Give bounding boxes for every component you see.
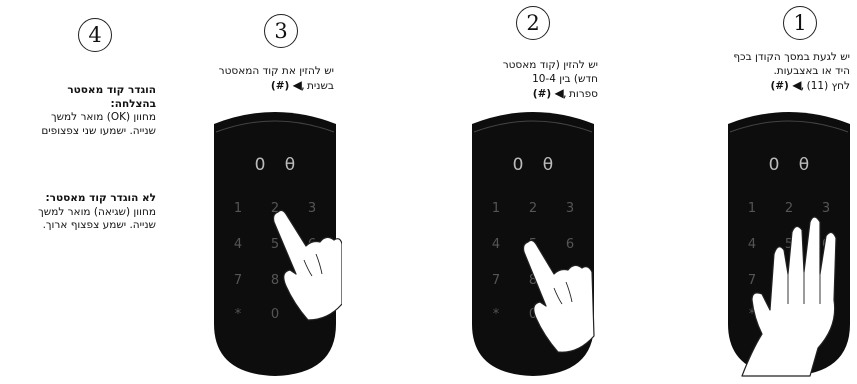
- keypad-key[interactable]: 0: [529, 307, 537, 322]
- step-1-press-text: לחץ (11): [806, 80, 850, 92]
- keypad-key[interactable]: 1: [748, 201, 756, 216]
- pointing-hand-3: [272, 209, 342, 321]
- keypad-device-1: 0θ123456789*0#: [728, 112, 850, 377]
- step-number-1: 1: [783, 6, 817, 40]
- result-failure: לא הוגדר קוד מאסטר: מחוון (שגיאה) מואר ל…: [2, 192, 156, 233]
- step-3-hash: (#): [270, 80, 290, 92]
- device-edge-highlight: [729, 120, 849, 133]
- keypad-key[interactable]: 1: [492, 201, 500, 216]
- step-3-line-1: יש להזין את קוד המאסטר: [218, 65, 334, 77]
- step-3-again-text: בשנית: [307, 80, 334, 92]
- arrow-icon: ‚◀: [554, 86, 567, 100]
- result-failure-body-1: מחוון (שגיאה) מואר למשך: [38, 205, 156, 218]
- keypad-key[interactable]: 8: [529, 273, 537, 288]
- step-3-line-2: בשנית ‚◀ (#): [192, 78, 334, 93]
- finger-crease-2: [553, 281, 573, 305]
- keypad-key[interactable]: 3: [822, 201, 830, 216]
- keypad-key[interactable]: 0: [271, 307, 279, 322]
- result-success: הוגדר קוד מאסטר בהצלחה: מחוון (OK) מואר …: [2, 84, 156, 138]
- keypad-key[interactable]: 2: [529, 201, 537, 216]
- step-2-line-1: יש להזין (קוד מאסטר: [502, 59, 598, 71]
- result-success-title-1: הוגדר קוד מאסטר: [67, 84, 156, 96]
- keypad-key[interactable]: 7: [748, 273, 756, 288]
- result-failure-body-2: שנייה. ישמע צפצוף ארוך.: [42, 219, 156, 231]
- step-number-4-text: 4: [88, 23, 102, 47]
- keypad-key[interactable]: 3: [308, 201, 316, 216]
- step-number-3: 3: [264, 14, 298, 48]
- indicator-icon: θ: [799, 155, 809, 175]
- step-2-hash: (#): [532, 88, 552, 100]
- step-3-caption: יש להזין את קוד המאסטר בשנית ‚◀ (#): [192, 64, 334, 93]
- keypad-key[interactable]: 8: [271, 273, 279, 288]
- keypad-key[interactable]: *: [235, 307, 242, 322]
- step-1-caption: יש לגעת במסך הקודן בכף היד או באצבעות. ל…: [684, 50, 850, 93]
- keypad-key[interactable]: 4: [748, 237, 756, 252]
- finger-gap-1: [787, 272, 821, 304]
- pointing-hand-2: [522, 239, 595, 353]
- step-number-1-text: 1: [793, 11, 807, 35]
- arrow-icon: ‚◀: [792, 78, 804, 92]
- keypad-key[interactable]: 5: [785, 237, 793, 252]
- keypad-key[interactable]: *: [493, 307, 500, 322]
- keypad-key[interactable]: 2: [271, 201, 279, 216]
- step-1-line-2: היד או באצבעות.: [773, 65, 850, 77]
- keypad-key[interactable]: 2: [785, 201, 793, 216]
- result-success-body-2: שנייה. ישמעו שני צפצופים: [41, 124, 156, 137]
- indicator-icon: 0: [769, 155, 780, 175]
- step-2-line-2: חדש) בין 10-4: [532, 73, 598, 85]
- result-failure-title: לא הוגדר קוד מאסטר:: [45, 192, 156, 204]
- result-success-title-2: בהצלחה:: [110, 97, 156, 110]
- arrow-icon: ‚◀: [292, 78, 305, 92]
- step-number-2: 2: [516, 6, 550, 40]
- keypad-key[interactable]: 1: [234, 201, 242, 216]
- indicator-icon: 0: [255, 155, 266, 175]
- indicator-icon: θ: [285, 155, 295, 175]
- step-number-2-text: 2: [526, 11, 540, 35]
- step-number-4: 4: [78, 18, 112, 52]
- keypad-key[interactable]: 4: [492, 237, 500, 252]
- step-1-hash: (#): [770, 80, 789, 92]
- step-2-caption: יש להזין (קוד מאסטר חדש) בין 10-4 ספרות …: [454, 58, 598, 101]
- keypad-key[interactable]: *: [749, 307, 756, 322]
- keypad-device-3: 0θ123456789*0#: [214, 112, 342, 376]
- finger-crease-3: [303, 253, 323, 277]
- keypad-key[interactable]: 7: [492, 273, 500, 288]
- result-success-body-1: מחוון (OK) מואר למשך: [50, 111, 156, 123]
- keypad-key[interactable]: 3: [566, 201, 574, 216]
- palm-hand-1: [741, 216, 837, 377]
- step-2-digits-text: ספרות: [568, 88, 598, 100]
- indicator-icon: θ: [543, 155, 553, 175]
- keypad-device-2: 0θ123456789*0#: [472, 112, 595, 376]
- step-1-line-3: לחץ (11) ‚◀ (#): [684, 78, 850, 93]
- step-number-3-text: 3: [274, 19, 288, 43]
- indicator-icon: 0: [513, 155, 524, 175]
- device-edge-highlight: [473, 120, 593, 133]
- keypad-key[interactable]: 6: [566, 237, 574, 252]
- device-edge-highlight: [215, 120, 335, 133]
- step-2-line-3: ספרות ‚◀ (#): [454, 86, 598, 101]
- keypad-key[interactable]: 7: [234, 273, 242, 288]
- keypad-key[interactable]: 4: [234, 237, 242, 252]
- step-1-line-1: יש לגעת במסך הקודן בכף: [733, 51, 850, 63]
- keypad-key[interactable]: 5: [271, 237, 279, 252]
